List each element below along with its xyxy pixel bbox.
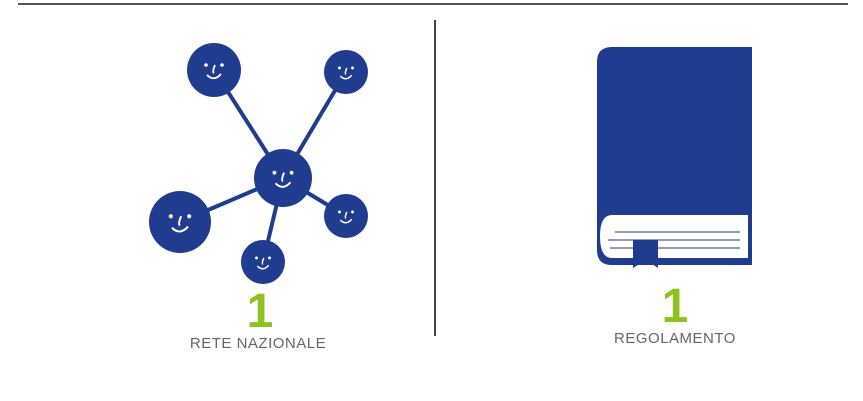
vertical-divider bbox=[434, 20, 436, 336]
stat-label-book: REGOLAMENTO bbox=[614, 330, 736, 347]
bookmark-icon bbox=[633, 240, 658, 268]
person-face-icon bbox=[324, 194, 368, 238]
person-face-icon bbox=[187, 43, 241, 97]
person-face-icon bbox=[324, 50, 368, 94]
stat-value-book: 1 bbox=[661, 280, 689, 333]
stat-label-network: RETE NAZIONALE bbox=[189, 335, 327, 352]
stat-value-network: 1 bbox=[246, 285, 274, 338]
person-face-icon bbox=[241, 240, 285, 284]
top-rule bbox=[18, 3, 848, 5]
person-face-icon bbox=[149, 191, 211, 253]
person-face-icon bbox=[254, 149, 312, 207]
